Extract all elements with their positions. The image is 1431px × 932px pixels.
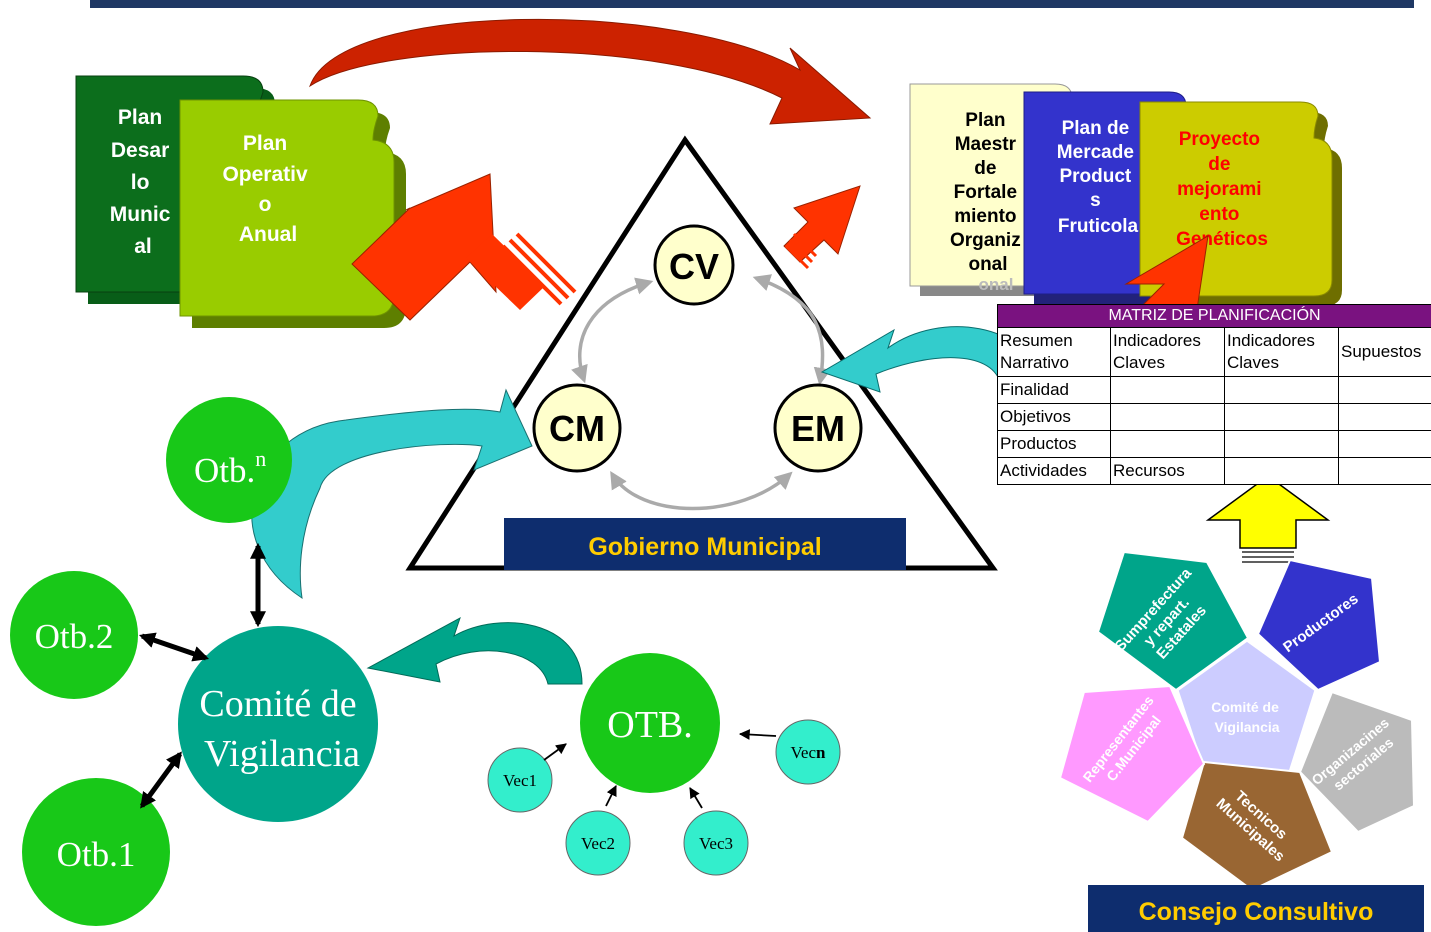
comite-line1: Comité de [199, 683, 356, 725]
matrix-cell [1337, 430, 1431, 458]
circle-otb: OTB. [580, 653, 720, 793]
matrix-cell [1224, 403, 1339, 431]
matriz-planificacion: MATRIZ DE PLANIFICACIÓN Resumen Narrativ… [996, 304, 1431, 485]
cv-label: CV [669, 246, 719, 287]
top-rule [90, 0, 1414, 8]
matrix-row-productos: Productos [997, 430, 1111, 458]
matrix-header-resumen: Resumen Narrativo [997, 327, 1111, 377]
pentagon-tecnicos: Tecnicos Municipales [1180, 760, 1334, 892]
gobierno-municipal-box: Gobierno Municipal [504, 518, 906, 570]
pentagon-sumprefectura: Sumprefectura y repart. Estatales [1096, 550, 1250, 692]
circle-vec3: Vec3 [683, 810, 749, 876]
matrix-header-supuestos: Supuestos [1337, 327, 1431, 377]
otb-label: OTB. [607, 704, 693, 746]
circle-em: EM [773, 383, 863, 473]
svg-text:onal: onal [979, 275, 1014, 294]
consejo-consultivo-label: Consejo Consultivo [1139, 898, 1374, 926]
matrix-cell [1337, 403, 1431, 431]
matrix-row-actividades: Actividades [997, 457, 1111, 485]
matrix-cell [1337, 457, 1431, 485]
vec3-label: Vec3 [699, 834, 733, 853]
circle-otb-2: Otb.2 [10, 571, 138, 699]
circle-vec2: Vec2 [565, 810, 631, 876]
plan-mercadeo-text: Plan de Mercade Product s Fruticola [1057, 118, 1139, 237]
plan-maestro-text: Plan Maestr de Fortale miento Organiz on… [950, 110, 1026, 275]
red-arrow-left [351, 173, 577, 321]
pentagon-comite-text: Comité de Vigilancia [1211, 699, 1283, 735]
vec1-label: Vec1 [503, 771, 537, 790]
teal-arrow-otb-to-comite [366, 616, 583, 685]
matrix-cell [1110, 376, 1225, 404]
triangle-gray-arrows [571, 274, 832, 511]
yellow-arrow-up [1205, 475, 1331, 563]
circle-comite-vigilancia: Comité de Vigilancia [178, 626, 378, 822]
matrix-cell [1110, 403, 1225, 431]
doc-plan-operativo: Plan Operativ o Anual [179, 99, 406, 328]
matrix-title: MATRIZ DE PLANIFICACIÓN [996, 304, 1431, 328]
em-label: EM [791, 408, 845, 449]
circle-vec1: Vec1 [487, 747, 553, 813]
matrix-cell-recursos: Recursos [1110, 457, 1225, 485]
matrix-header-indicadores-1: Indicadores Claves [1110, 327, 1225, 377]
pentagon-representantes: Representantes C.Municipal [1058, 684, 1206, 824]
vec-arrows [543, 729, 777, 809]
circle-otb-1: Otb.1 [22, 778, 170, 926]
proyecto-text: Proyecto de mejorami ento Genéticos [1176, 129, 1268, 250]
matrix-cell [1224, 376, 1339, 404]
plan-desarrollo-text: Plan Desar lo Munic al [110, 106, 177, 258]
consejo-consultivo-box: Consejo Consultivo [1088, 885, 1424, 932]
matrix-cell [1337, 376, 1431, 404]
vec2-label: Vec2 [581, 834, 615, 853]
matrix-row-finalidad: Finalidad [997, 376, 1111, 404]
matrix-cell [1110, 430, 1225, 458]
comite-line2: Vigilancia [204, 733, 360, 775]
gobierno-municipal-label: Gobierno Municipal [588, 533, 821, 561]
circle-vecn: Vecn [775, 719, 841, 785]
matrix-cell [1224, 457, 1339, 485]
otb-2-label: Otb.2 [35, 617, 114, 656]
matrix-cell [1224, 430, 1339, 458]
circle-cm: CM [532, 383, 622, 473]
cm-label: CM [549, 408, 605, 449]
matrix-row-objetivos: Objetivos [997, 403, 1111, 431]
otb-1-label: Otb.1 [57, 835, 136, 874]
pentagon-productores: Productores [1256, 558, 1382, 692]
otb-n-label: Otb.n [194, 446, 266, 490]
vecn-label: Vecn [791, 743, 826, 762]
pentagon-comite-vigilancia: Comité de Vigilancia [1175, 638, 1318, 774]
pentagon-organizaciones: Organizacines sectoriales [1298, 690, 1416, 834]
top-red-curved-arrow [309, 18, 872, 125]
circle-cv: CV [653, 224, 735, 306]
matrix-header-indicadores-2: Indicadores Claves [1224, 327, 1339, 377]
circle-otb-n: Otb.n [166, 397, 292, 523]
red-arrow-right [783, 185, 861, 270]
plan-operativo-text: Plan Operativ o Anual [222, 132, 313, 246]
black-arrows-network [138, 542, 267, 809]
